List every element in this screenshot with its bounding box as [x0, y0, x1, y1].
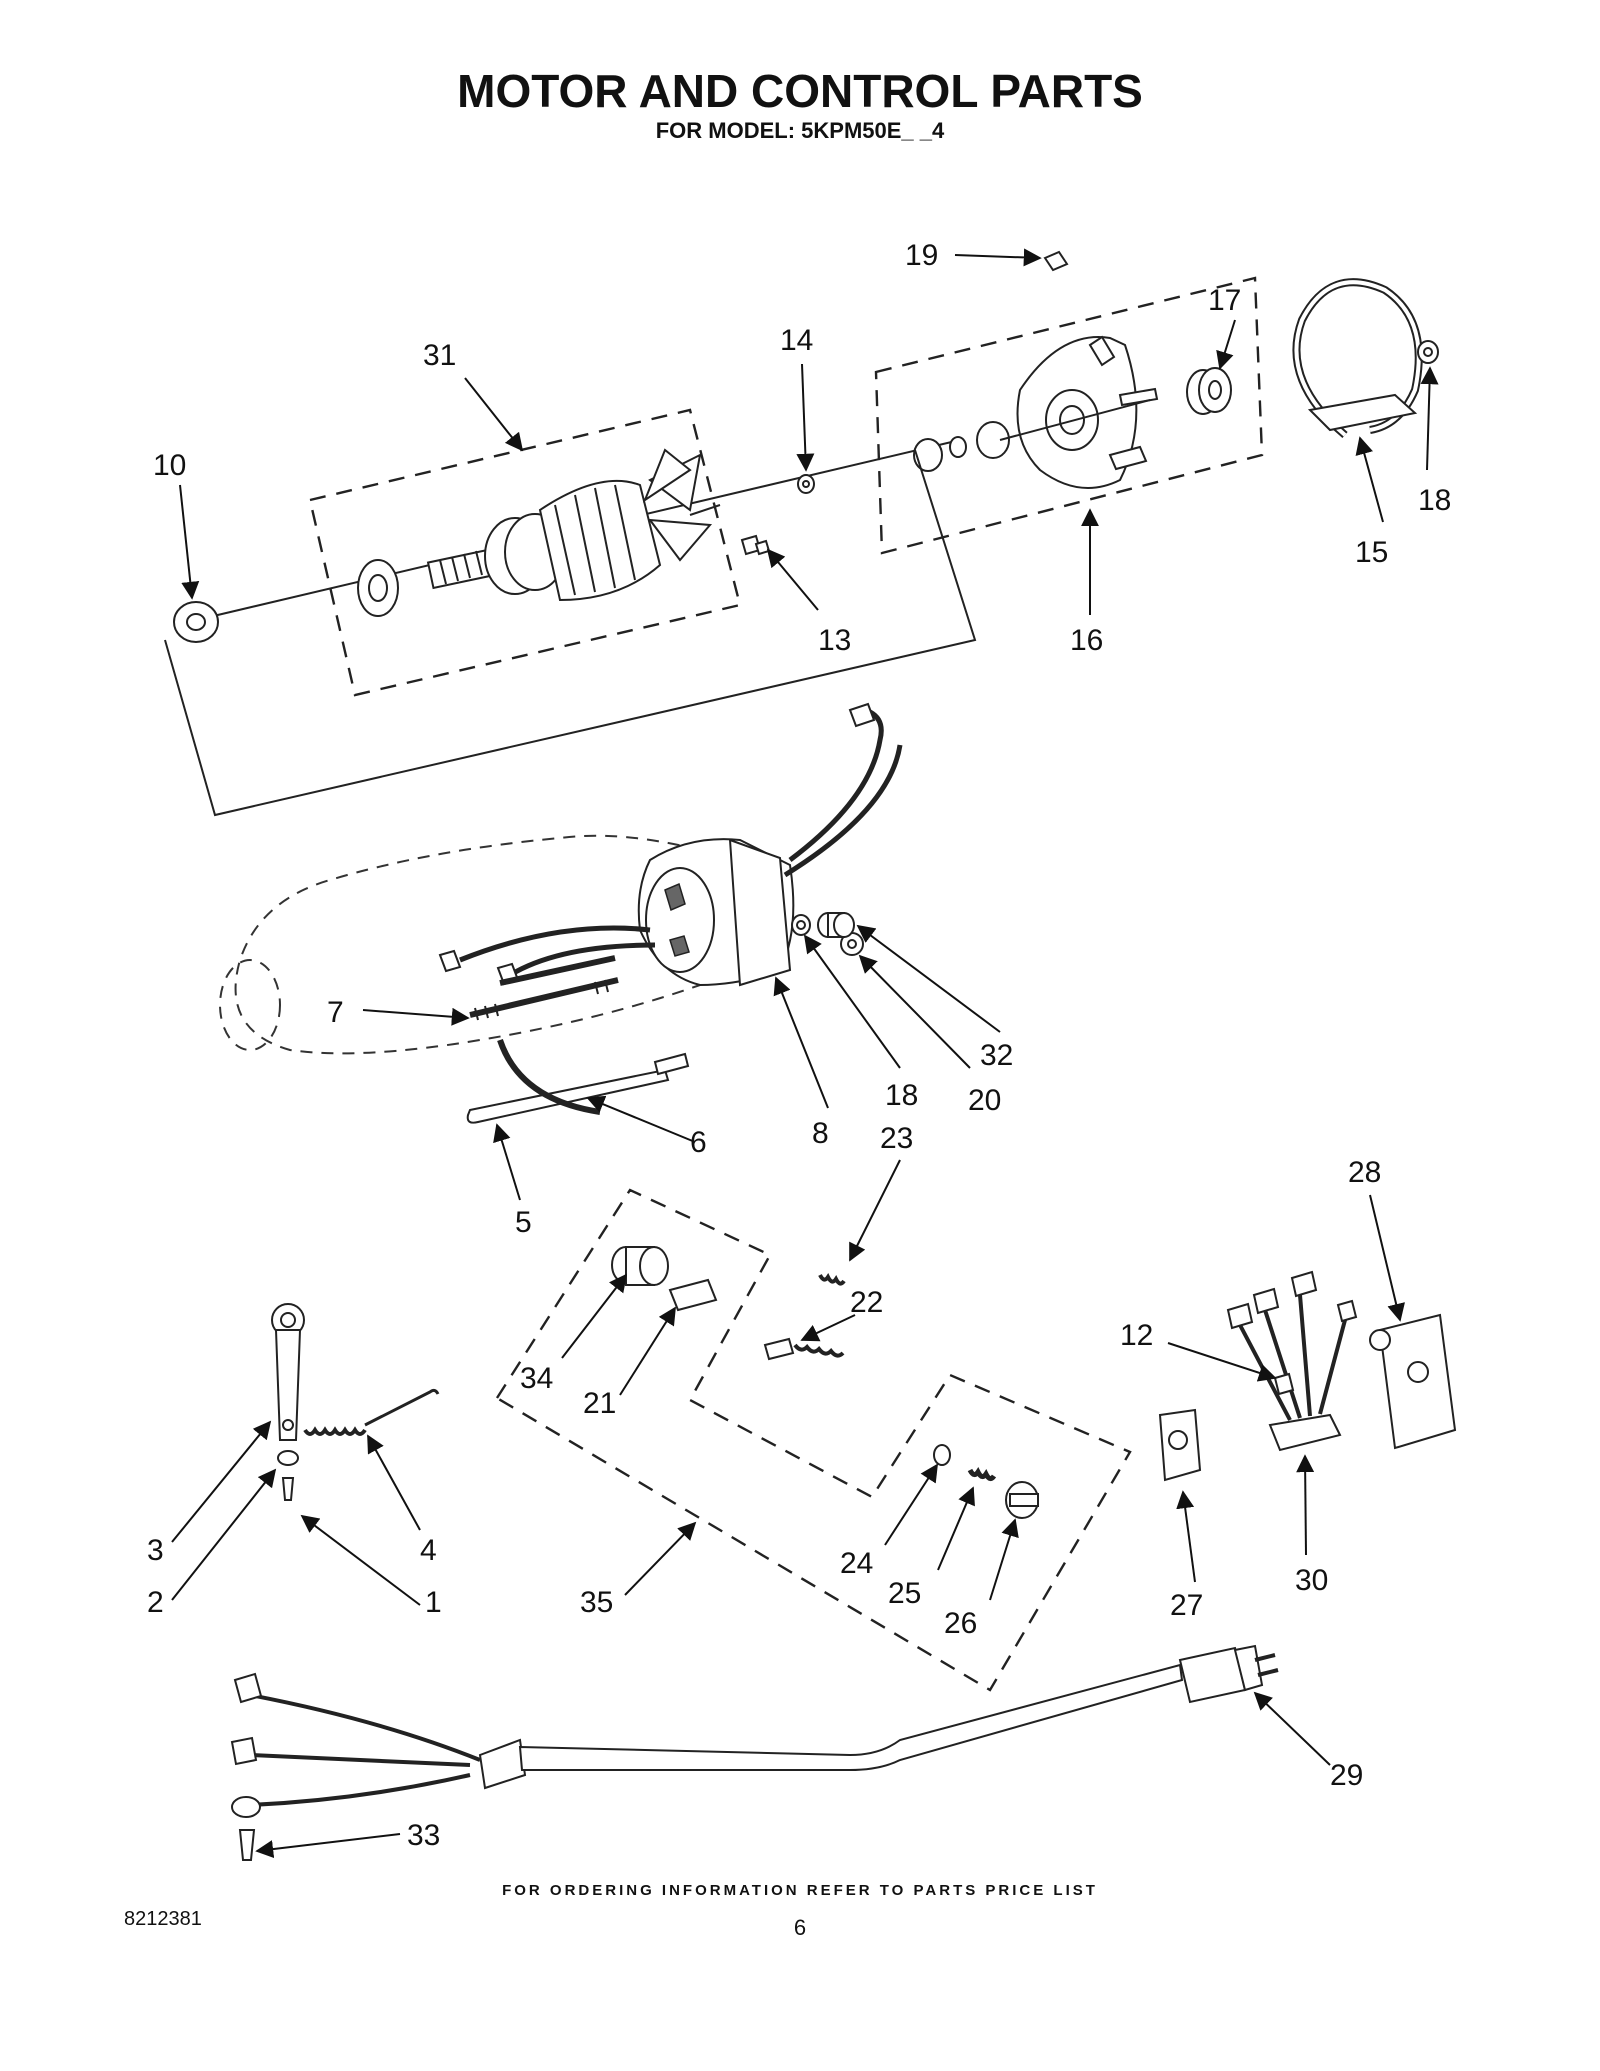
callout-3: 3: [147, 1534, 164, 1567]
bearing-retainer-part-15: [1292, 278, 1423, 439]
callout-21: 21: [583, 1387, 616, 1420]
screw-part-33: [238, 1829, 256, 1861]
ordering-note: FOR ORDERING INFORMATION REFER TO PARTS …: [502, 1882, 1098, 1899]
screw-part-13: [740, 534, 771, 556]
screw-part-12: [1273, 1372, 1295, 1396]
callout-22: 22: [850, 1286, 883, 1319]
nut-part-18-top: [1417, 340, 1439, 364]
callout-23: 23: [880, 1122, 913, 1155]
nut-part-18-middle: [791, 914, 811, 936]
callout-20: 20: [968, 1084, 1001, 1117]
callout-35: 35: [580, 1586, 613, 1619]
bearing-part-17: [1186, 367, 1232, 415]
page-number: 6: [793, 1915, 807, 1940]
speed-lever-part-3: [271, 1303, 305, 1441]
callout-34: 34: [520, 1362, 553, 1395]
callout-1: 1: [425, 1586, 442, 1619]
callout-7: 7: [327, 996, 344, 1029]
switch-part-28: [1369, 1313, 1457, 1450]
document-number: 8212381: [124, 1908, 202, 1930]
callout-25: 25: [888, 1577, 921, 1610]
washer-part-2: [277, 1450, 299, 1466]
page-title: MOTOR AND CONTROL PARTS: [457, 65, 1143, 117]
washer-part-14: [797, 474, 815, 494]
callout-18-top: 18: [1418, 484, 1451, 517]
washer-part-10: [173, 601, 219, 643]
callout-8: 8: [812, 1117, 829, 1150]
spacer-part-32: [817, 912, 855, 938]
callout-29: 29: [1330, 1759, 1363, 1792]
callout-labels: 10 31 14 13 16 17 15 18 19 7 8 18 20 32 …: [147, 239, 1451, 1852]
motor-frame-outline: [164, 449, 977, 817]
spring-part-6: [497, 1039, 601, 1115]
callout-17: 17: [1208, 284, 1241, 317]
callout-18-middle: 18: [885, 1079, 918, 1112]
spring-part-4: [303, 1388, 440, 1436]
callout-26: 26: [944, 1607, 977, 1640]
screw-part-1: [281, 1477, 295, 1501]
armature-assembly-group: [204, 408, 961, 697]
model-subtitle: FOR MODEL: 5KPM50E_ _4: [655, 118, 945, 143]
screw-part-7: [469, 955, 619, 1021]
bearing-housing-group: [874, 276, 1264, 555]
callout-14: 14: [780, 324, 813, 357]
callout-27: 27: [1170, 1589, 1203, 1622]
callout-4: 4: [420, 1534, 437, 1567]
callout-13: 13: [818, 624, 851, 657]
terminal-block-part-27: [1158, 1408, 1202, 1482]
field-assembly-part-8: [219, 702, 903, 1055]
callout-33: 33: [407, 1819, 440, 1852]
callout-15: 15: [1355, 536, 1388, 569]
callout-10: 10: [153, 449, 186, 482]
clip-part-19: [1043, 250, 1069, 272]
callout-16: 16: [1070, 624, 1103, 657]
callout-32: 32: [980, 1039, 1013, 1072]
power-cord-part-29: [230, 1644, 1279, 1818]
callout-6: 6: [690, 1126, 707, 1159]
callout-19: 19: [905, 239, 938, 272]
terminal-assembly-part-30: [1226, 1270, 1358, 1452]
leader-arrows: [171, 248, 1439, 1859]
callout-5: 5: [515, 1206, 532, 1239]
callout-31: 31: [423, 339, 456, 372]
callout-12: 12: [1120, 1319, 1153, 1352]
callout-30: 30: [1295, 1564, 1328, 1597]
speed-control-group: [495, 1188, 1132, 1692]
callout-28: 28: [1348, 1156, 1381, 1189]
lever-part-5: [466, 1052, 690, 1124]
callout-2: 2: [147, 1586, 164, 1619]
callout-24: 24: [840, 1547, 873, 1580]
